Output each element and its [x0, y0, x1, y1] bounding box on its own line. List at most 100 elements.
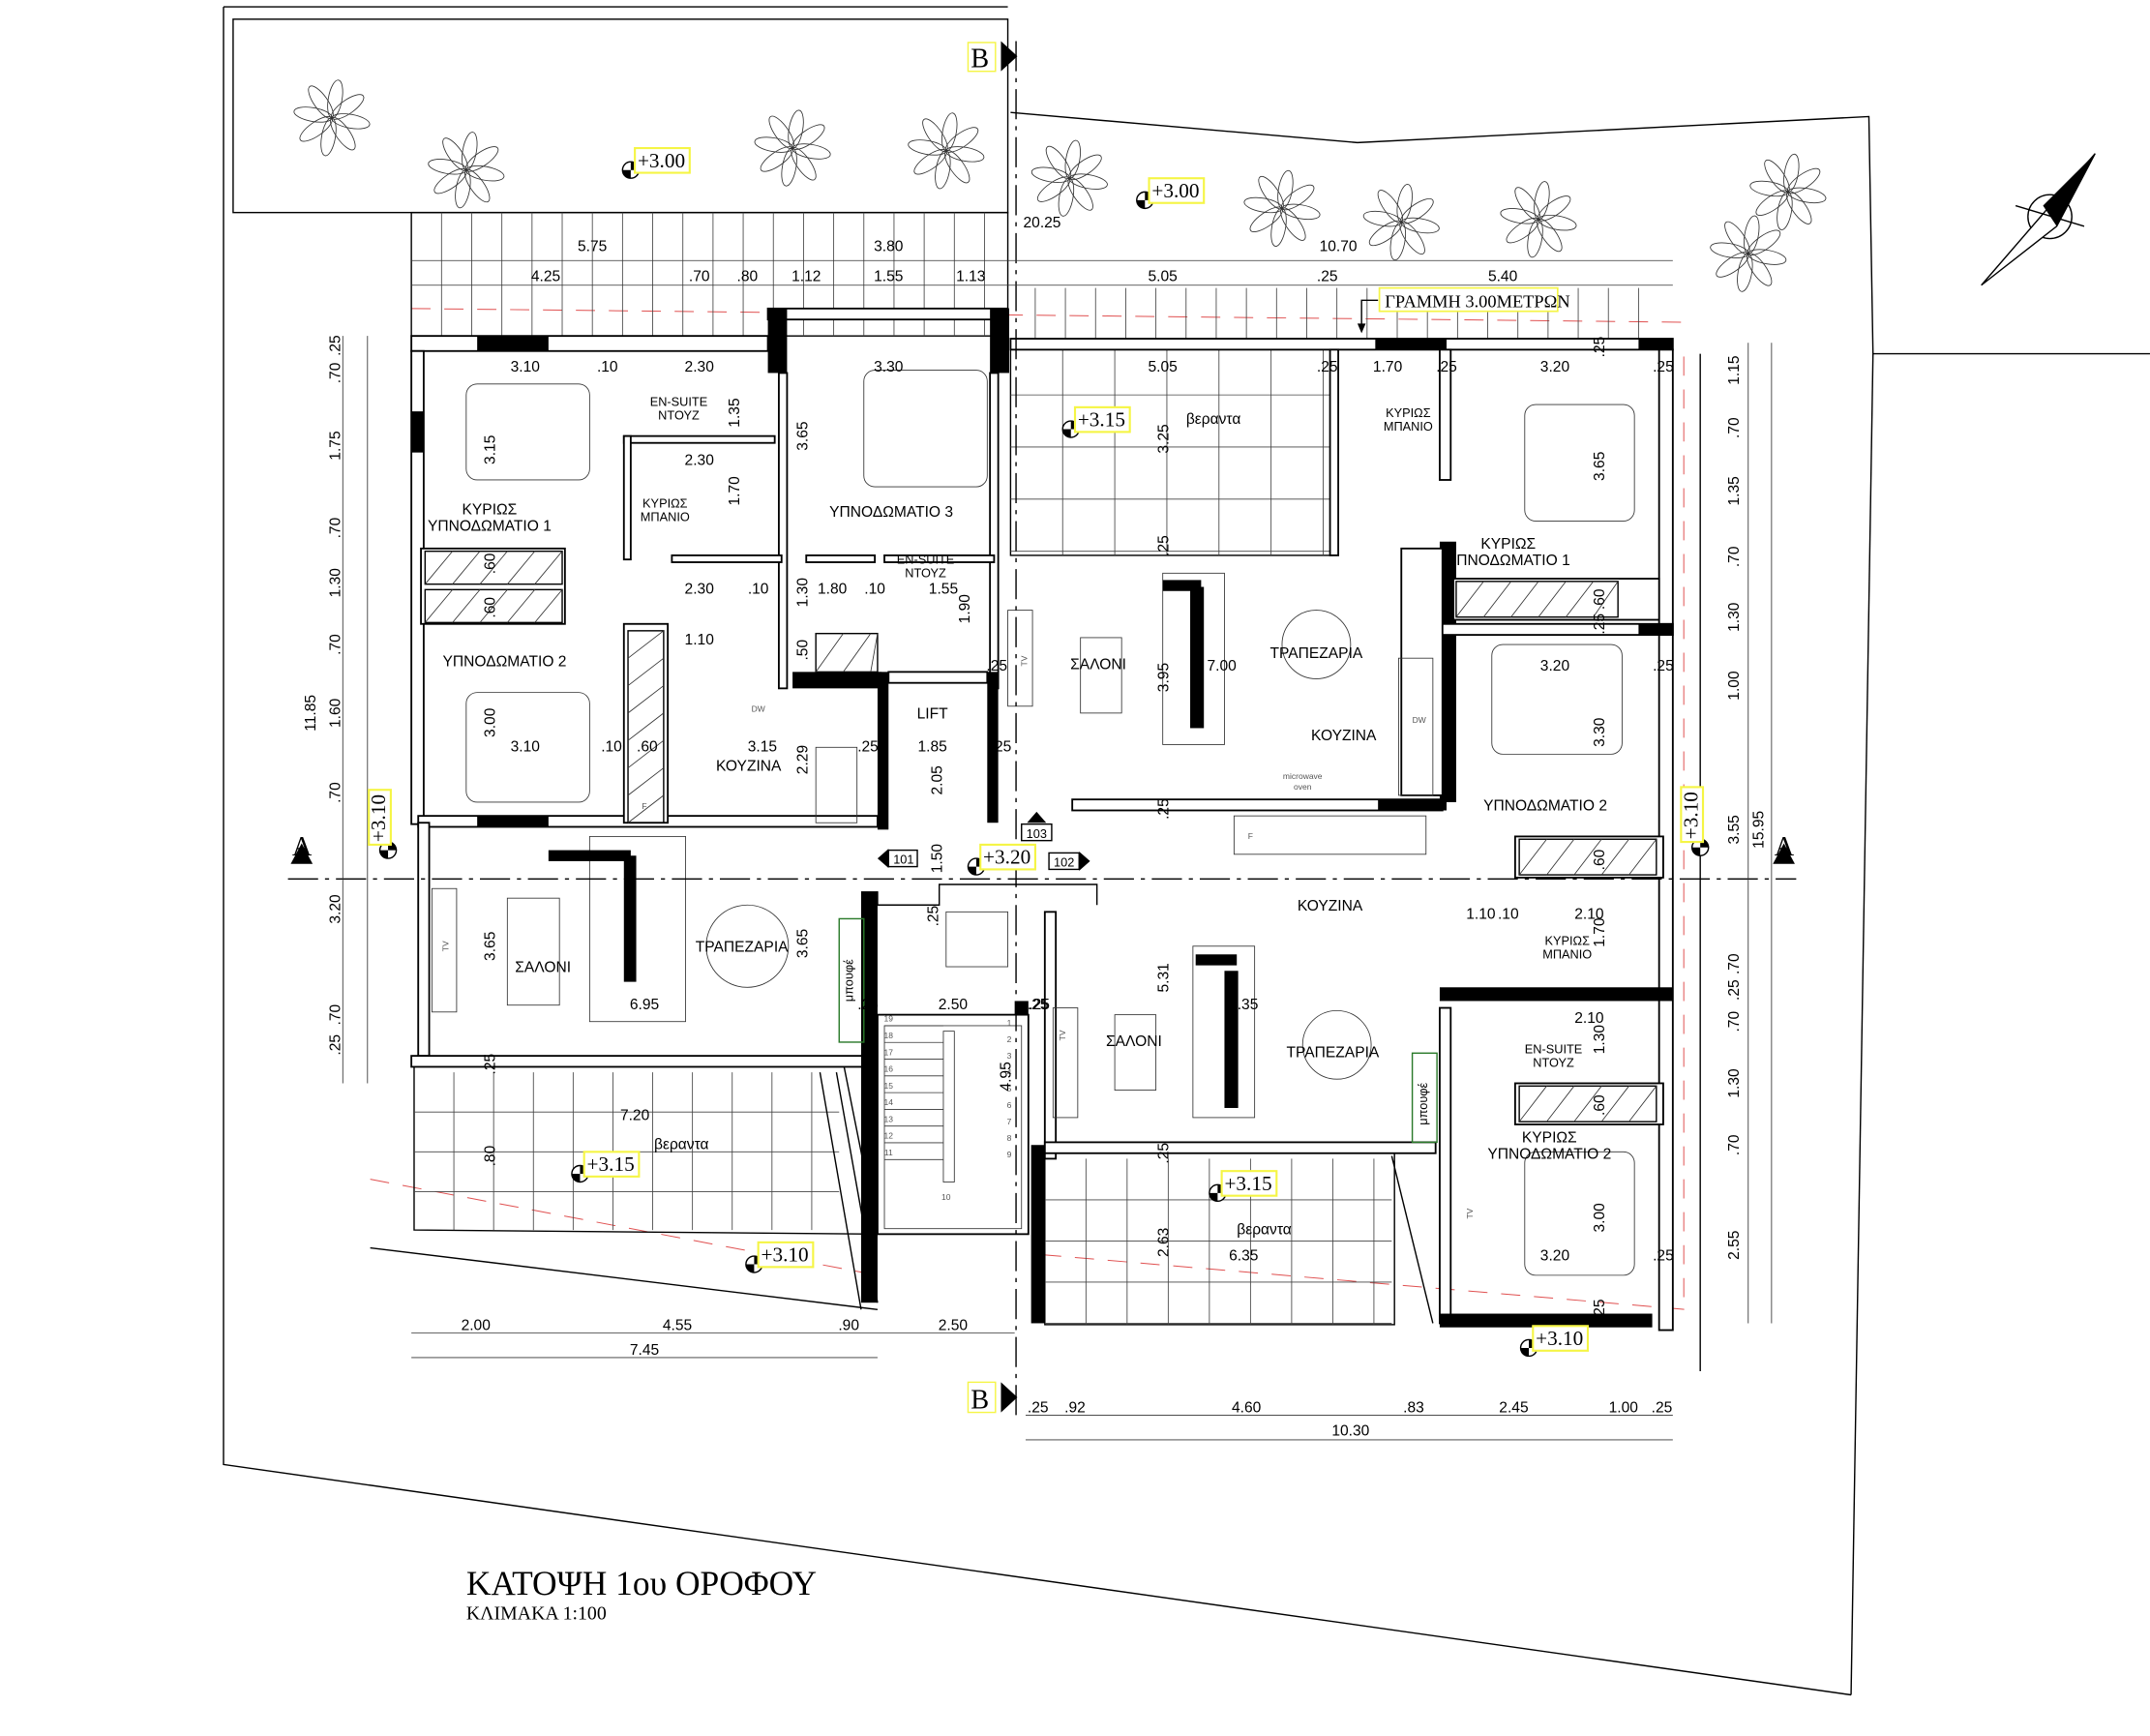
dimension-label: 3.95 — [1155, 663, 1172, 693]
wardrobes — [424, 550, 1657, 1122]
elevation-marker: +3.10 — [367, 789, 398, 859]
dimension-label: .25 — [1436, 359, 1457, 375]
room-label: ΝΤΟΥΖ — [1533, 1055, 1574, 1069]
elevation-value: +3.00 — [1151, 179, 1199, 202]
dimension-label: 1.80 — [818, 582, 848, 598]
dimension-label: .25 — [1317, 268, 1338, 284]
tag-101: 101 — [893, 853, 913, 867]
dimension-label: 3.55 — [1726, 815, 1743, 845]
room-label: LIFT — [917, 706, 949, 723]
dimension-label: 11.85 — [303, 695, 319, 732]
dimension-label: .25 — [1155, 1143, 1172, 1164]
stair-step-number: 18 — [884, 1031, 894, 1040]
room-label: βεραντα — [1237, 1221, 1292, 1238]
dimension-label: 4.55 — [663, 1318, 693, 1334]
dimension-lines — [342, 259, 1773, 1441]
fixture-label: microwave — [1283, 771, 1323, 781]
dimension-label: 3.65 — [795, 421, 812, 451]
tag-102: 102 — [1054, 855, 1074, 870]
dimension-label: 3.20 — [1540, 658, 1570, 674]
dimension-label: 7.20 — [620, 1108, 650, 1124]
dimension-label: 1.30 — [1726, 1068, 1743, 1098]
stair-step-number: 11 — [884, 1148, 893, 1157]
dimension-label: 2.10 — [1574, 906, 1604, 922]
room-label: ΥΠΝΟΔΩΜΑΤΙΟ 3 — [829, 504, 953, 521]
section-marker-b-bottom: B — [970, 1385, 989, 1415]
dimension-label: .50 — [795, 640, 812, 661]
room-label: ΚΟΥΖΙΝΑ — [1311, 728, 1377, 744]
room-label: ΜΠΑΝΙΟ — [1384, 419, 1433, 434]
dimension-label: .25 — [857, 997, 879, 1013]
elevation-marker: +3.10 — [1519, 1325, 1590, 1358]
room-label: ΥΠΝΟΔΩΜΑΤΙΟ 2 — [1487, 1146, 1611, 1162]
dimension-label: 2.45 — [1499, 1400, 1529, 1417]
room-label: ΝΤΟΥΖ — [905, 566, 946, 581]
dimension-label: .83 — [1403, 1400, 1424, 1417]
elevation-marker: +3.00 — [621, 146, 691, 179]
dimension-label: .25 — [483, 1053, 499, 1074]
dimension-label: 3.30 — [874, 359, 904, 375]
room-label: ΚΥΡΙΩΣ — [642, 495, 688, 510]
dimension-label: 3.65 — [483, 931, 499, 961]
dimension-label: 5.05 — [1149, 359, 1179, 375]
dimension-label: .80 — [736, 268, 758, 284]
dimension-label: 4.95 — [998, 1062, 1014, 1092]
elevation-value: +3.15 — [587, 1152, 635, 1176]
plant-icon — [1362, 184, 1440, 261]
setback-note: ΓΡΑΜΜΗ 3.00ΜΕΤΡΩΝ — [1357, 286, 1570, 334]
dimension-label: .10 — [601, 739, 622, 756]
fixture-label: oven — [1294, 782, 1312, 792]
walls — [410, 307, 1674, 1332]
elevation-value: +3.10 — [367, 794, 390, 842]
section-marker-a-right: A — [1775, 832, 1795, 862]
dimension-label: 1.55 — [874, 268, 904, 284]
plant-icon — [908, 112, 985, 190]
dimension-label: 10.70 — [1320, 238, 1358, 254]
door-tags: 101 102 103 — [877, 811, 1090, 871]
dimension-label: .35 — [1238, 997, 1259, 1013]
dimension-label: .25 — [925, 905, 941, 926]
drawing-title: ΚΑΤΟΨΗ 1ου ΟΡΟΦΟΥ — [466, 1564, 817, 1602]
dimension-label: 4.25 — [531, 268, 561, 284]
room-label: ΥΠΝΟΔΩΜΑΤΙΟ 1 — [428, 518, 552, 534]
dimension-label: 6.95 — [630, 997, 660, 1013]
room-label: ΚΥΡΙΩΣ — [1544, 933, 1590, 947]
fixture-label: TV — [1058, 1030, 1067, 1040]
stair-step-number: 4 — [1007, 1067, 1012, 1077]
dimension-label: .10 — [1498, 906, 1519, 922]
dimension-label: .80 — [483, 1145, 499, 1166]
dimension-label: .60 — [483, 553, 499, 574]
dimension-label: 1.70 — [1373, 359, 1403, 375]
dimension-label: 2.30 — [685, 452, 715, 468]
elevation-value: +3.00 — [638, 149, 685, 172]
dimension-label: 3.20 — [1540, 359, 1570, 375]
dimension-label: 3.10 — [511, 359, 541, 375]
fixture-label: F — [1248, 831, 1253, 841]
dimension-label: .25 — [986, 658, 1007, 674]
dimension-label: 1.30 — [327, 568, 343, 598]
stair-step-number: 10 — [941, 1192, 951, 1202]
garden-plants — [293, 79, 1827, 292]
dimension-label: .10 — [748, 582, 769, 598]
dimension-label: 3.80 — [874, 238, 904, 254]
room-label: ΣΑΛΟΝΙ — [515, 960, 571, 976]
dimension-label: 3.65 — [795, 928, 812, 958]
dimension-label: 1.35 — [1726, 476, 1743, 506]
dimension-label: 1.10 — [685, 632, 715, 648]
dimension-label: 2.55 — [1726, 1230, 1743, 1260]
dimension-label: .25 — [1592, 1299, 1608, 1320]
stair-step-number: 16 — [884, 1064, 894, 1074]
room-label: ΣΑΛΟΝΙ — [1070, 657, 1126, 673]
dimension-label: 2.63 — [1155, 1228, 1172, 1257]
elevation-value: +3.15 — [1224, 1172, 1271, 1195]
dimension-label: 15.95 — [1750, 810, 1767, 848]
dimension-label: .25 — [327, 1034, 343, 1056]
dimension-label: .25 — [1317, 359, 1338, 375]
dimension-label: 1.15 — [1726, 355, 1743, 385]
dimension-label: .70 — [689, 268, 710, 284]
elevation-value: +3.20 — [983, 846, 1030, 869]
dimension-label: 3.00 — [1592, 1203, 1608, 1233]
